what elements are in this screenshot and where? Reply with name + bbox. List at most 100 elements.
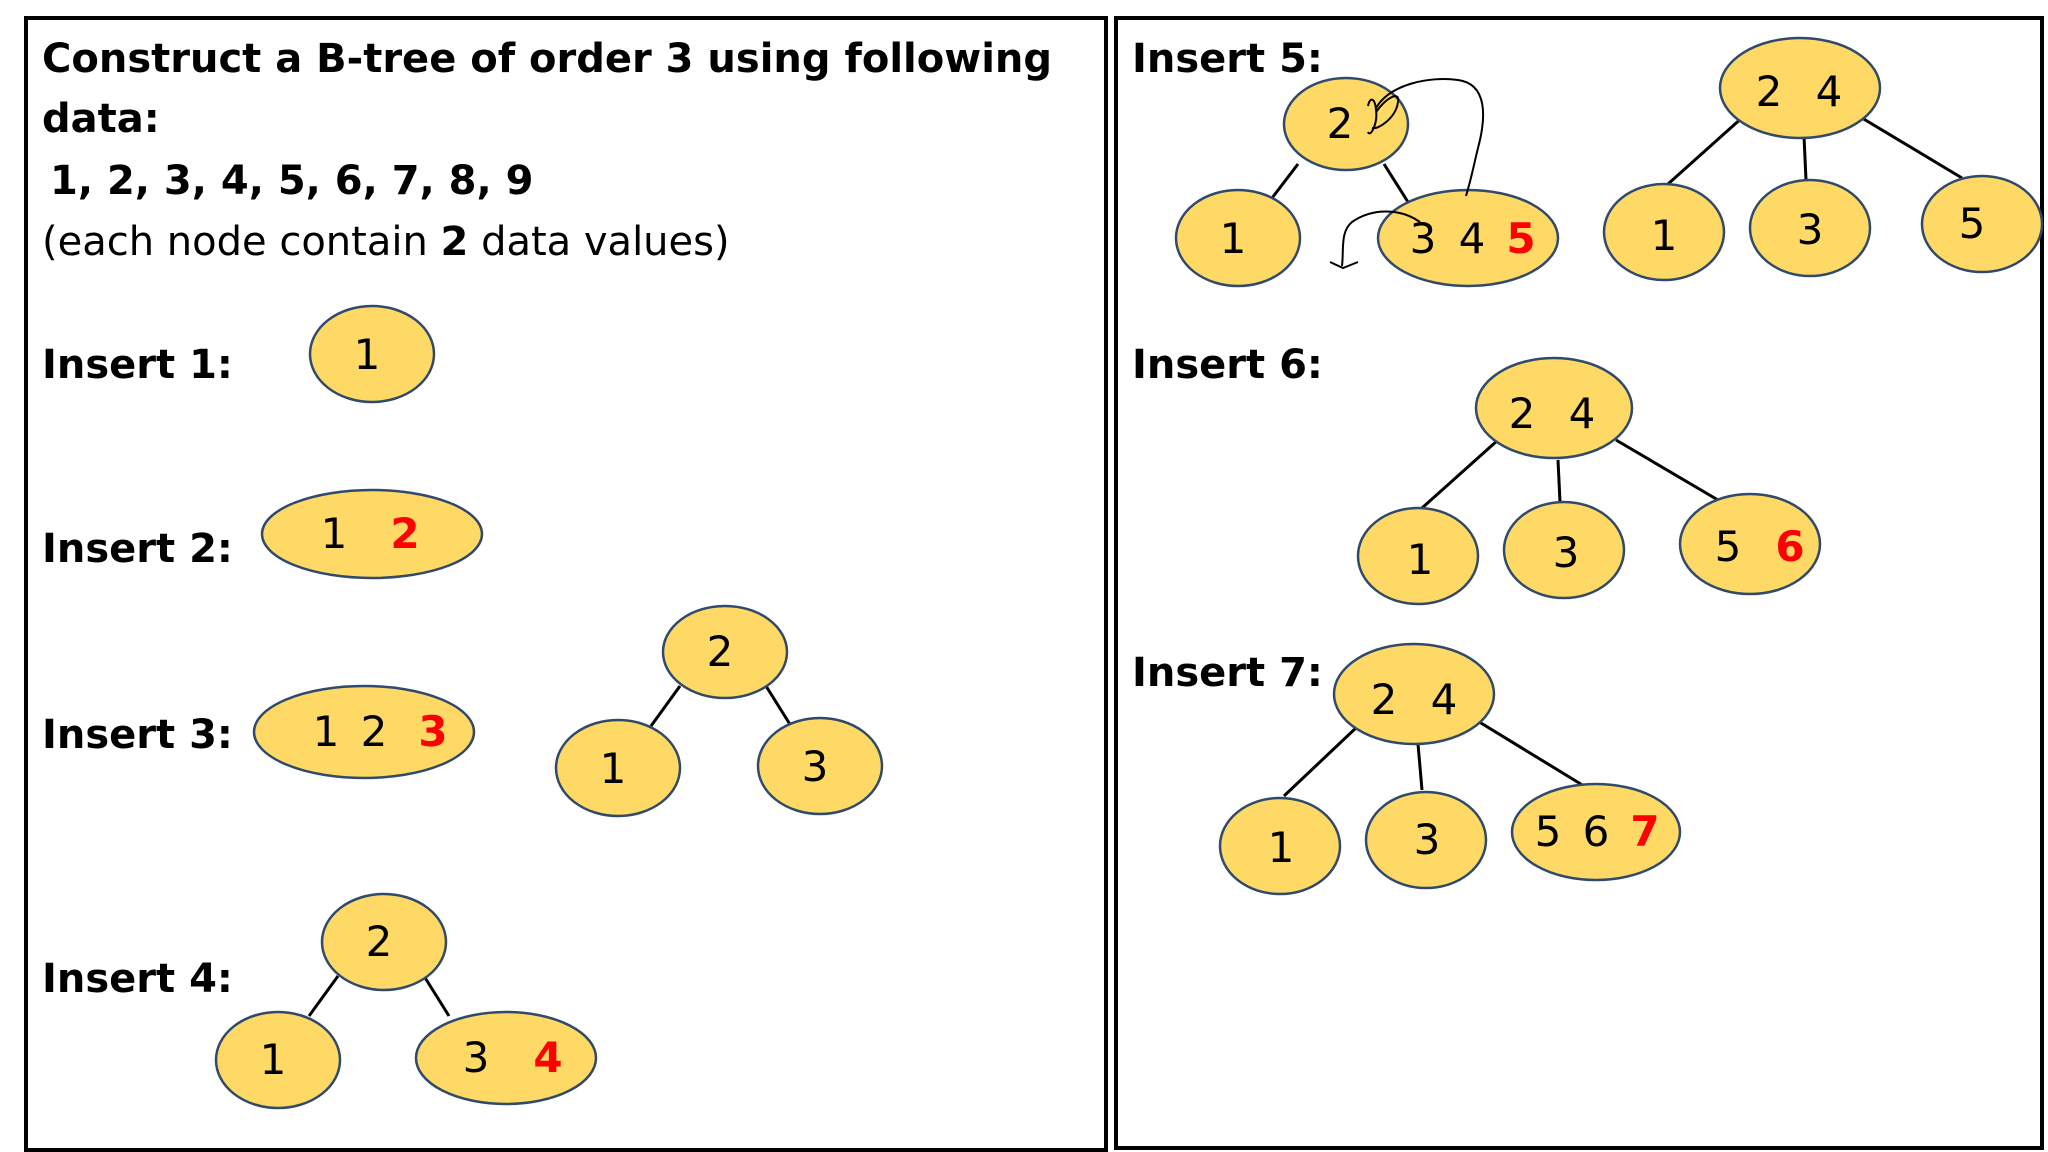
node-key: 2: [1509, 389, 1536, 438]
label-insert-2: Insert 2:: [42, 526, 233, 572]
label-insert-6: Insert 6:: [1132, 342, 1323, 388]
node-insert-5b-child-3: 5: [1920, 174, 2044, 274]
node-key: 2: [1371, 675, 1398, 724]
intro-line-4-post: data values): [468, 219, 729, 265]
edge: [1475, 718, 1585, 788]
edge: [1556, 459, 1562, 503]
node-key-new: 2: [390, 509, 419, 558]
node-shape: [1510, 782, 1682, 882]
node-shape: [1748, 178, 1872, 278]
edge: [1420, 438, 1500, 510]
label-insert-3: Insert 3:: [42, 712, 233, 758]
node-shape: [1678, 492, 1822, 596]
node-key-new: 6: [1775, 522, 1804, 571]
node-key: 6: [1583, 807, 1610, 856]
node-key: 5: [1535, 807, 1562, 856]
label-insert-5: Insert 5:: [1132, 36, 1323, 82]
node-key: 4: [1431, 675, 1458, 724]
node-shape: [1282, 76, 1410, 172]
node-key: 1: [354, 330, 381, 379]
node-shape: [214, 1010, 342, 1110]
node-shape: [1332, 642, 1496, 746]
node-shape: [260, 488, 484, 580]
node-key: 2: [707, 627, 734, 676]
edge: [1267, 163, 1300, 203]
node-key: 2: [361, 707, 388, 756]
handwritten-arrow-annotation: [1329, 78, 1485, 270]
node-shape: [414, 1010, 598, 1106]
node-key: 5: [1715, 522, 1742, 571]
node-shape: [661, 604, 789, 700]
edge: [1382, 163, 1410, 203]
node-key: 3: [1797, 205, 1824, 254]
node-shape: [554, 718, 682, 818]
edge: [1861, 116, 1963, 180]
node-key: 1: [321, 509, 348, 558]
node-shape: [1356, 506, 1480, 606]
node-key-new: 7: [1630, 807, 1659, 856]
node-insert-5a-right: 3 4 5: [1376, 188, 1560, 288]
node-insert-2: 1 2: [260, 488, 484, 580]
node-shape: [1364, 790, 1488, 890]
node-insert-7-root: 2 4: [1332, 642, 1496, 746]
scribble-loop: [1367, 95, 1400, 135]
scribble-arrow-down: [1341, 210, 1421, 267]
edge: [649, 685, 682, 727]
edge: [422, 975, 451, 1017]
edge: [1416, 743, 1424, 791]
node-key: 2: [1327, 99, 1354, 148]
node-key: 1: [1407, 535, 1434, 584]
node-key: 3: [1553, 528, 1580, 577]
node-key: 3: [463, 1033, 490, 1082]
edge: [1666, 114, 1746, 186]
node-insert-4-left: 1: [214, 1010, 342, 1110]
intro-line-4-bold: 2: [441, 219, 469, 265]
node-insert-6-child-1: 1: [1356, 506, 1480, 606]
label-insert-1: Insert 1:: [42, 342, 233, 388]
node-key: 2: [366, 917, 393, 966]
node-key: 4: [1459, 214, 1486, 263]
edge: [764, 685, 793, 727]
node-shape: [1602, 182, 1726, 282]
node-key: 4: [1816, 67, 1843, 116]
node-shape: [308, 304, 436, 404]
node-insert-5b-child-2: 3: [1748, 178, 1872, 278]
node-insert-4-right: 3 4: [414, 1010, 598, 1106]
node-shape: [1920, 174, 2044, 274]
label-insert-7: Insert 7:: [1132, 650, 1323, 696]
node-shape: [1218, 796, 1342, 896]
node-insert-7-child-1: 1: [1218, 796, 1342, 896]
node-insert-5b-root: 2 4: [1718, 36, 1882, 140]
node-insert-3-right: 3: [756, 716, 884, 816]
node-key: 1: [1651, 211, 1678, 260]
node-shape: [1174, 188, 1302, 288]
node-key-new: 5: [1506, 214, 1535, 263]
node-insert-1: 1: [308, 304, 436, 404]
node-insert-5b-child-1: 1: [1602, 182, 1726, 282]
node-insert-7-child-2: 3: [1364, 790, 1488, 890]
node-key: 3: [802, 742, 829, 791]
node-shape: [320, 892, 448, 992]
node-shape: [1474, 356, 1634, 460]
node-shape: [252, 684, 476, 780]
node-key: 2: [1756, 67, 1783, 116]
intro-line-4-pre: (each node contain: [42, 219, 441, 265]
node-insert-5a-root: 2: [1282, 76, 1410, 172]
right-panel: [1114, 16, 2044, 1150]
tree-edges: [307, 114, 1963, 1017]
node-key-new: 4: [533, 1033, 562, 1082]
node-key: 1: [260, 1035, 287, 1084]
node-key: 1: [600, 744, 627, 793]
scribble-arrowhead: [1329, 261, 1359, 270]
edge: [307, 975, 340, 1017]
node-key: 5: [1959, 199, 1986, 248]
node-key: 1: [313, 707, 340, 756]
left-panel: [24, 16, 1108, 1152]
node-key: 3: [1410, 214, 1437, 263]
node-insert-7-child-3: 5 6 7: [1510, 782, 1682, 882]
tree-nodes: 1 1 2 1 2 3 2 1 3 2: [214, 36, 2044, 1110]
node-shape: [1502, 500, 1626, 600]
node-shape: [1718, 36, 1882, 140]
node-insert-6-child-2: 3: [1502, 500, 1626, 600]
